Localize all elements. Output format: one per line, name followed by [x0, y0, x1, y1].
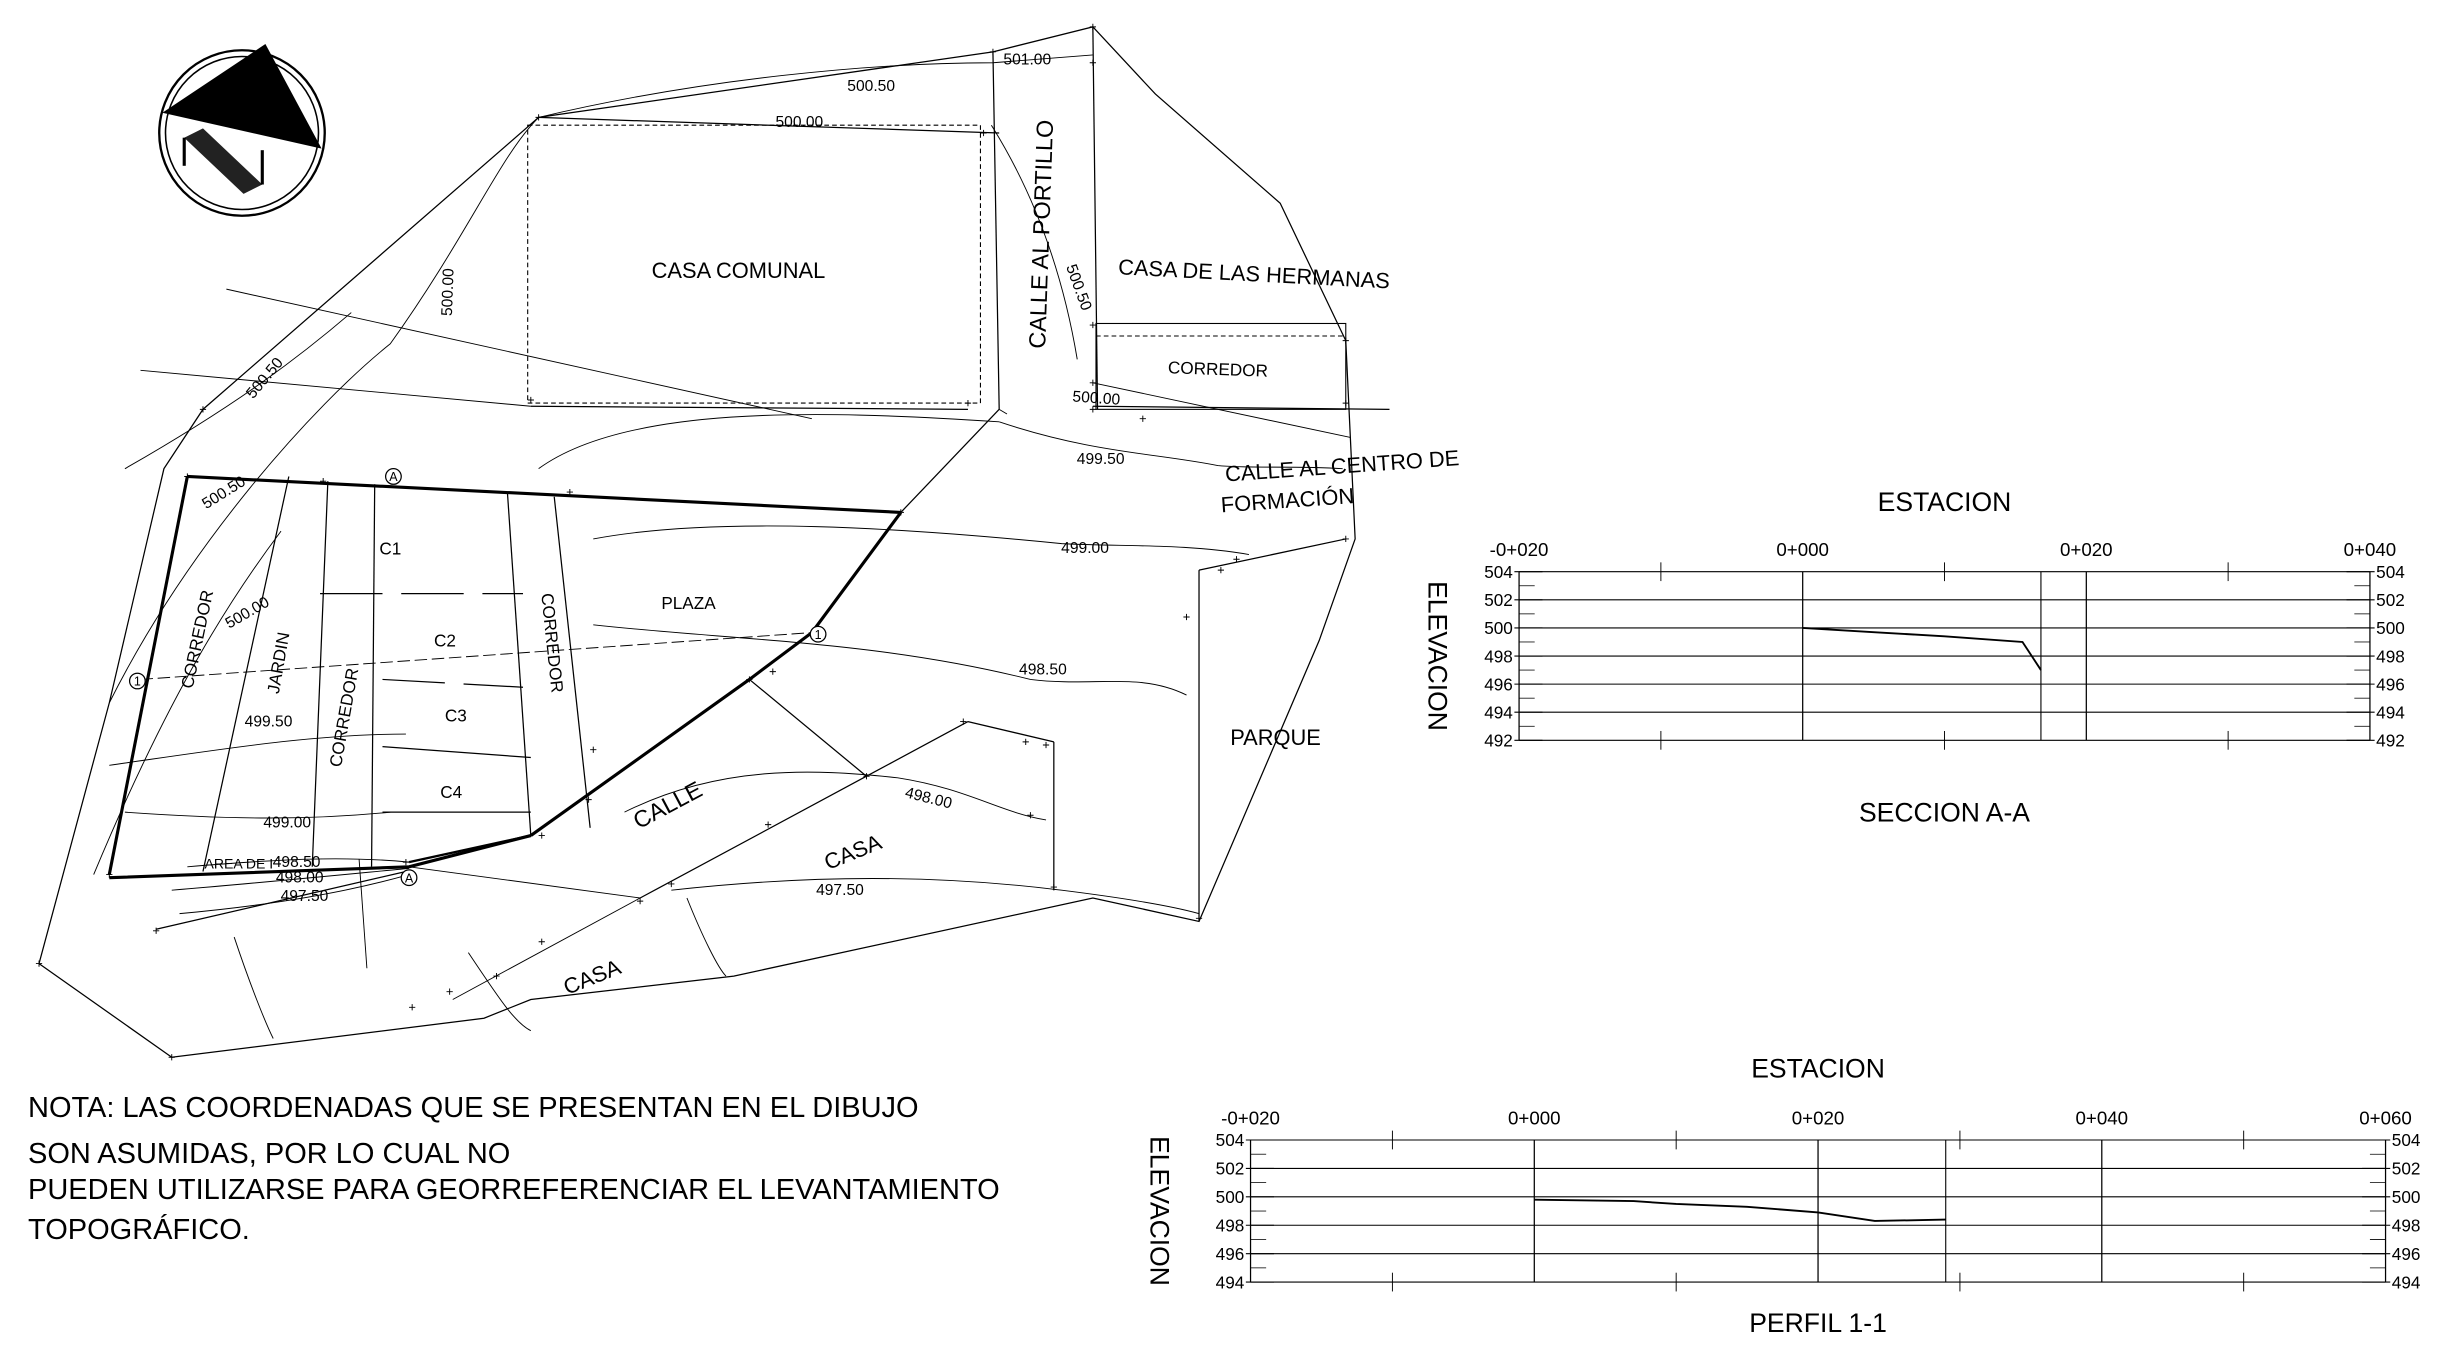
section-markers: A A 1 1	[128, 468, 827, 887]
y-tick-label-left: 500	[1484, 618, 1513, 638]
x-tick-label: -0+020	[1221, 1107, 1280, 1128]
y-tick-label-right: 504	[2392, 1130, 2421, 1150]
label-c3: C3	[445, 706, 467, 726]
section-a-a-chart: ESTACION SECCION A-A ELEVACION 504 504 502 502…	[1423, 487, 2406, 828]
x-tick-label: 0+000	[1508, 1107, 1561, 1128]
x-tick-label: 0+040	[2344, 539, 2397, 560]
survey-points	[35, 23, 1349, 1061]
y-tick-label-right: 496	[2376, 674, 2405, 694]
contour-label: 499.50	[1077, 451, 1125, 468]
label-casa-1: CASA	[820, 829, 885, 875]
contour-label: 500.00	[439, 268, 458, 317]
label-casa-hermanas: CASA DE LAS HERMANAS	[1118, 254, 1391, 293]
y-tick-label-left: 504	[1216, 1130, 1245, 1150]
contour-label: 498.00	[276, 869, 324, 886]
x-tick-label: 0+040	[2076, 1107, 2129, 1128]
contour-lines	[93, 54, 1343, 1039]
contour-label: 500.50	[243, 354, 287, 402]
contour-label: 498.50	[273, 854, 321, 871]
section-marker-1-left: 1	[134, 675, 141, 689]
x-tick-label: 0+000	[1776, 539, 1829, 560]
y-tick-label-left: 502	[1216, 1159, 1245, 1179]
label-calle: CALLE	[629, 776, 707, 834]
y-tick-label-left: 500	[1216, 1187, 1245, 1207]
section-marker-a-bottom: A	[405, 871, 414, 885]
label-c2: C2	[434, 631, 456, 651]
y-tick-label-left: 494	[1216, 1272, 1245, 1292]
label-calle-centro-2: FORMACIÓN	[1220, 483, 1355, 517]
note-line-2: SON ASUMIDAS, POR LO CUAL NO	[28, 1138, 511, 1170]
y-tick-label-left: 494	[1484, 702, 1513, 722]
contour-label: 498.50	[1019, 662, 1067, 679]
chart-title: ESTACION	[1878, 487, 2012, 517]
contour-label: 499.00	[1061, 540, 1109, 557]
contour-label: 499.00	[263, 815, 311, 832]
contour-label: 500.00	[1072, 388, 1121, 408]
y-tick-label-right: 492	[2376, 731, 2405, 751]
label-c4: C4	[440, 782, 462, 802]
note-line-1: NOTA: LAS COORDENADAS QUE SE PRESENTAN E…	[28, 1092, 919, 1124]
section-marker-a-top: A	[389, 470, 398, 484]
contour-label: 499.50	[245, 713, 293, 730]
x-tick-label: 0+020	[2060, 539, 2113, 560]
y-tick-label-right: 496	[2392, 1244, 2421, 1264]
y-tick-label-left: 504	[1484, 562, 1513, 582]
perfil-1-1-chart: ESTACION PERFIL 1-1 ELEVACION 504 504 502 502 5…	[1145, 1054, 2421, 1338]
contour-label: 501.00	[1003, 51, 1051, 68]
contour-label: 497.50	[816, 882, 864, 899]
y-tick-label-right: 494	[2392, 1272, 2421, 1292]
label-casa-comunal: CASA COMUNAL	[652, 258, 826, 283]
y-tick-label-left: 492	[1484, 731, 1513, 751]
y-tick-label-left: 496	[1216, 1244, 1245, 1264]
section-marker-1-right: 1	[815, 628, 822, 642]
y-axis-label: ELEVACION	[1423, 581, 1453, 731]
label-corredor-right: CORREDOR	[537, 592, 567, 694]
y-tick-label-right: 500	[2392, 1187, 2421, 1207]
y-tick-label-right: 494	[2376, 702, 2405, 722]
profile-line	[1802, 626, 2042, 671]
y-tick-label-right: 502	[2392, 1159, 2421, 1179]
y-axis-label: ELEVACION	[1145, 1136, 1175, 1286]
x-tick-label: 0+020	[1792, 1107, 1845, 1128]
y-tick-label-left: 498	[1216, 1215, 1245, 1235]
note-line-4: TOPOGRÁFICO.	[28, 1214, 250, 1246]
contour-label: 500.50	[1062, 262, 1094, 313]
contour-label: 500.50	[847, 78, 895, 95]
north-arrow-icon	[158, 44, 326, 217]
y-tick-label-right: 498	[2392, 1215, 2421, 1235]
label-c1: C1	[379, 539, 401, 559]
contour-label: 497.50	[281, 888, 329, 905]
label-jardin: JARDIN	[263, 631, 293, 696]
profile-line	[1534, 1198, 1946, 1222]
y-tick-label-left: 498	[1484, 646, 1513, 666]
label-corredor-top: CORREDOR	[1168, 357, 1269, 380]
y-tick-label-right: 498	[2376, 646, 2405, 666]
label-calle-portillo: CALLE AL PORTILLO	[1024, 119, 1058, 349]
x-tick-label: 0+060	[2359, 1107, 2412, 1128]
y-tick-label-left: 496	[1484, 674, 1513, 694]
site-plan	[38, 26, 1390, 1058]
chart-caption: SECCION A-A	[1859, 798, 2030, 828]
label-corredor-mid: CORREDOR	[325, 666, 362, 768]
y-tick-label-right: 500	[2376, 618, 2405, 638]
contour-label: 500.00	[775, 114, 823, 131]
contour-labels: 501.00 500.50 500.00 500.00 500.50 500.5…	[199, 51, 1125, 905]
y-tick-label-left: 502	[1484, 590, 1513, 610]
chart-caption: PERFIL 1-1	[1749, 1308, 1887, 1338]
label-area-de: AREA DE I	[205, 855, 274, 871]
y-tick-label-right: 502	[2376, 590, 2405, 610]
label-parque: PARQUE	[1230, 725, 1321, 750]
contour-label: 500.00	[223, 594, 273, 633]
chart-title: ESTACION	[1751, 1054, 1885, 1084]
label-plaza: PLAZA	[661, 593, 716, 613]
y-tick-label-right: 504	[2376, 562, 2405, 582]
x-tick-label: -0+020	[1490, 539, 1549, 560]
label-calle-centro-1: CALLE AL CENTRO DE	[1224, 445, 1460, 486]
note-line-3: PUEDEN UTILIZARSE PARA GEORREFERENCIAR E…	[28, 1174, 1000, 1206]
